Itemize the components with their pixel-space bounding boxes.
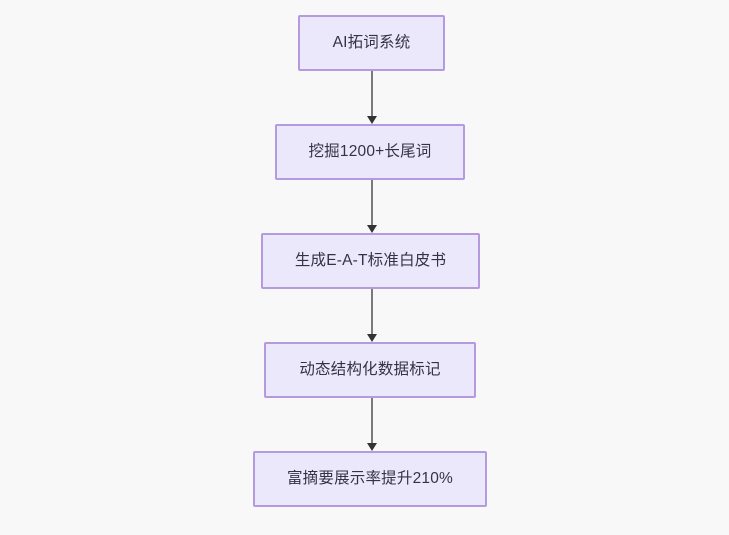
arrow-head-icon [367,334,377,342]
edge-line [371,398,373,443]
flow-node-rich-snippet-rate-increase[interactable]: 富摘要展示率提升210% [253,451,487,507]
flow-node-generate-eat-whitepaper[interactable]: 生成E-A-T标准白皮书 [261,233,480,289]
arrow-head-icon [367,116,377,124]
edge-line [371,289,373,334]
flow-node-ai-keyword-system[interactable]: AI拓词系统 [298,15,445,71]
flow-node-label: AI拓词系统 [332,34,411,52]
arrow-head-icon [367,443,377,451]
flow-node-mine-longtail-keywords[interactable]: 挖掘1200+长尾词 [275,124,465,180]
flow-node-label: 挖掘1200+长尾词 [308,143,432,161]
flow-node-label: 富摘要展示率提升210% [286,470,454,488]
flow-node-label: 动态结构化数据标记 [299,361,441,379]
flow-node-label: 生成E-A-T标准白皮书 [294,252,447,270]
arrow-head-icon [367,225,377,233]
flow-node-dynamic-structured-data-markup[interactable]: 动态结构化数据标记 [264,342,476,398]
edge-line [371,180,373,225]
edge-line [371,71,373,116]
